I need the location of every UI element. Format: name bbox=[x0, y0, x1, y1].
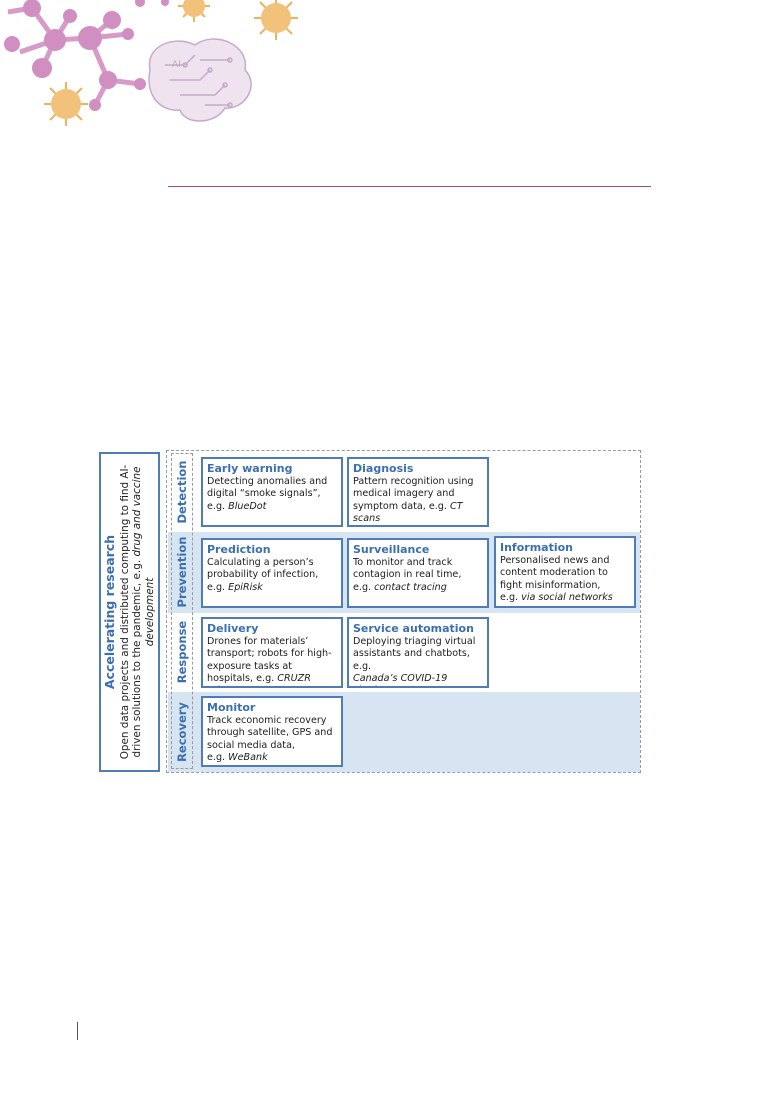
accelerating-research-description: Open data projects and distributed compu… bbox=[118, 464, 155, 760]
card-example: e.g. via social networks bbox=[500, 591, 613, 603]
card-example: e.g. BlueDot bbox=[207, 500, 267, 512]
accelerating-research-text: Accelerating research Open data projects… bbox=[101, 454, 156, 770]
card-monitor: Monitor Track economic recovery through … bbox=[201, 696, 343, 767]
card-description: Deploying triaging virtual assistants an… bbox=[353, 636, 476, 672]
card-description: Personalised news and content moderation… bbox=[500, 555, 610, 591]
phase-label-detection: Detection bbox=[175, 460, 189, 524]
card-delivery: Delivery Drones for materials’ transport… bbox=[201, 617, 343, 688]
accelerating-research-title: Accelerating research bbox=[101, 534, 117, 690]
svg-text:AI: AI bbox=[172, 60, 181, 70]
card-description: Detecting anomalies and digital “smoke s… bbox=[207, 476, 328, 500]
phase-label-recovery: Recovery bbox=[175, 702, 189, 762]
card-example: e.g. EpiRisk bbox=[207, 581, 263, 593]
phase-label-column bbox=[171, 453, 193, 769]
card-early-warning: Early warning Detecting anomalies and di… bbox=[201, 457, 343, 527]
card-surveillance: Surveillance To monitor and track contag… bbox=[347, 538, 489, 608]
card-title: Diagnosis bbox=[353, 462, 414, 475]
phase-label-prevention: Prevention bbox=[175, 536, 189, 608]
section-divider-rule bbox=[168, 186, 651, 187]
card-example: e.g. WeBank bbox=[207, 751, 268, 763]
phases-frame bbox=[166, 450, 641, 773]
card-title: Delivery bbox=[207, 622, 259, 635]
phase-label-response: Response bbox=[175, 620, 189, 684]
card-example: Canada’s COVID-19 chatbot bbox=[353, 672, 448, 686]
card-prediction: Prediction Calculating a person’s probab… bbox=[201, 538, 343, 608]
card-title: Prediction bbox=[207, 543, 271, 556]
card-title: Surveillance bbox=[353, 543, 430, 556]
card-example: e.g. contact tracing bbox=[353, 581, 447, 593]
card-service-automation: Service automation Deploying triaging vi… bbox=[347, 617, 489, 688]
card-description: To monitor and track contagion in real t… bbox=[353, 557, 462, 581]
card-description: Drones for materials’ transport; robots … bbox=[207, 636, 332, 686]
card-title: Monitor bbox=[207, 701, 256, 714]
header-banner-illustration: AI bbox=[4, 0, 298, 126]
card-title: Service automation bbox=[353, 622, 474, 635]
card-title: Information bbox=[500, 541, 573, 554]
footer-margin-tick bbox=[77, 1022, 78, 1040]
card-title: Early warning bbox=[207, 462, 293, 475]
card-description: Calculating a person’s probability of in… bbox=[207, 557, 319, 581]
molecule-nodes-icon bbox=[4, 0, 169, 111]
card-information: Information Personalised news and conten… bbox=[494, 536, 636, 608]
ai-brain-icon bbox=[148, 38, 252, 122]
card-description: Pattern recognition using medical imager… bbox=[353, 476, 474, 524]
card-diagnosis: Diagnosis Pattern recognition using medi… bbox=[347, 457, 489, 527]
accelerating-research-box: Accelerating research Open data projects… bbox=[99, 452, 160, 772]
card-description: Track economic recovery through satellit… bbox=[207, 715, 333, 751]
